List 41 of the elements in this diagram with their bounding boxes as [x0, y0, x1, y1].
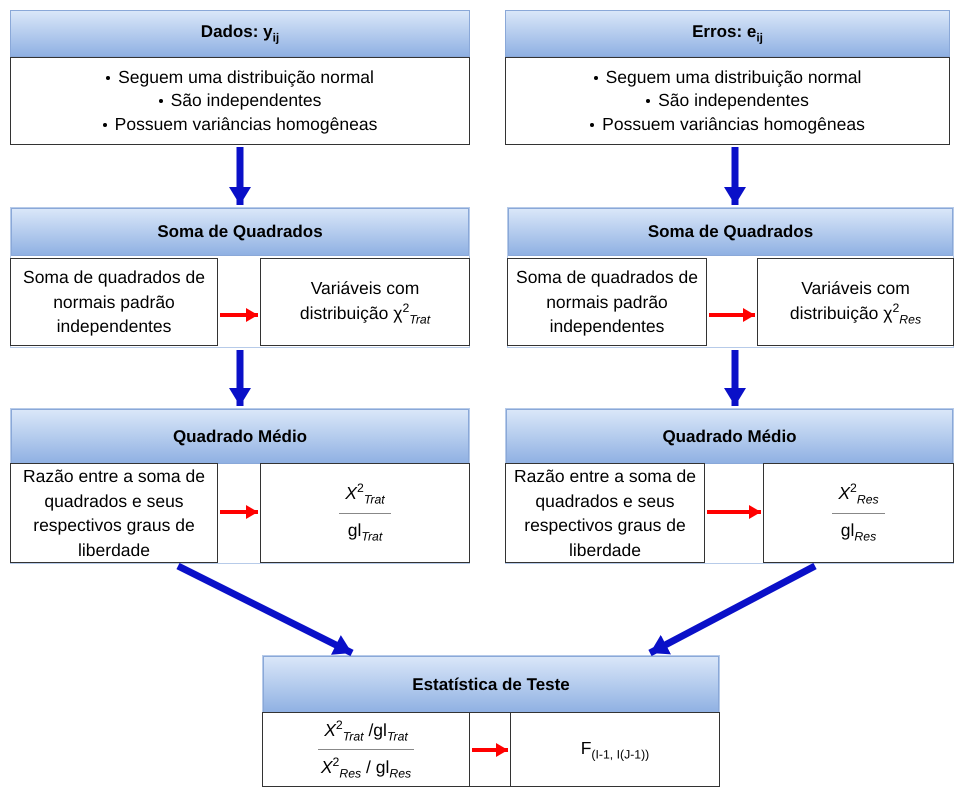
arrow [229, 147, 251, 205]
bullet-item: Seguem uma distribuição normal [594, 66, 862, 90]
text-box: F$_{(I-1, I(J-1))}$ [510, 712, 720, 787]
fraction-denominator: X$^{2}$$_{Res}$ / gl$_{Res}$ [320, 754, 412, 782]
bullet-item: São independentes [158, 89, 322, 113]
fraction-denominator: gl$_{Trat}$ [348, 518, 382, 546]
section-panel [10, 408, 470, 564]
section-header: Soma de Quadrados [508, 208, 953, 256]
section-panel [505, 408, 954, 564]
section-panel [507, 207, 954, 348]
bullet-item: São independentes [646, 89, 809, 113]
arrow [472, 743, 508, 757]
text-box: Soma de quadrados de normais padrão independentes [507, 258, 707, 346]
text-box: Razão entre a soma de quadrados e seus respectivos graus de liberdade [505, 463, 705, 563]
fraction-denominator: gl$_{Res}$ [840, 518, 876, 546]
section-header: Quadrado Médio [11, 409, 469, 464]
arrow [709, 308, 755, 322]
arrow [220, 308, 258, 322]
arrow [724, 350, 746, 406]
fraction-numerator: X$^{2}$$_{Trat}$ /gl$_{Trat}$ [318, 716, 414, 750]
section-header: Estatística de Teste [263, 656, 719, 713]
bullet-item: Possuem variâncias homogêneas [102, 112, 378, 136]
arrow [724, 147, 746, 205]
arrow [707, 505, 761, 519]
bullet-item: Possuem variâncias homogêneas [590, 112, 865, 136]
arrow [648, 562, 817, 656]
section-header: Quadrado Médio [506, 409, 953, 464]
arrow [176, 562, 354, 656]
section-header: Erros: e$_{ij}$ [505, 10, 950, 57]
formula-box [260, 463, 470, 563]
section-panel [262, 655, 720, 787]
formula-box [262, 712, 470, 787]
text-box: Soma de quadrados de normais padrão independentes [10, 258, 218, 346]
arrow [229, 350, 251, 406]
section-header: Soma de Quadrados [11, 208, 469, 256]
section-header: Dados: y$_{ij}$ [10, 10, 470, 57]
formula-box [763, 463, 954, 563]
section-panel [10, 207, 470, 348]
arrow [220, 505, 258, 519]
text-box: Razão entre a soma de quadrados e seus respectivos graus de liberdade [10, 463, 218, 563]
bullet-item: Seguem uma distribuição normal [106, 66, 374, 90]
